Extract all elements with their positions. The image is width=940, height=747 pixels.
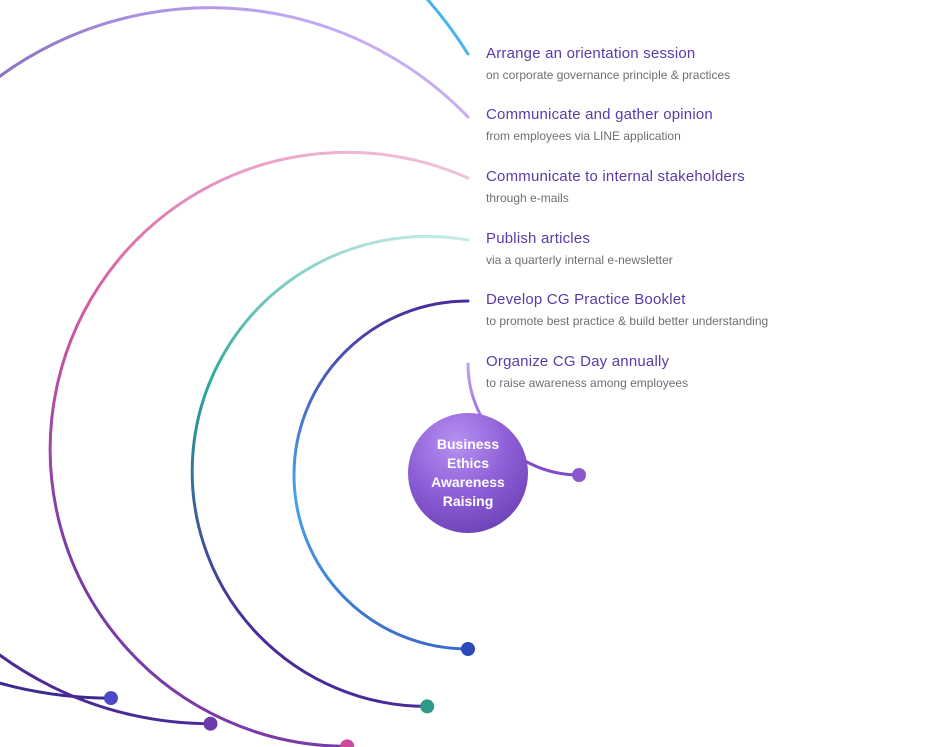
action-subtitle: on corporate governance principle & prac… xyxy=(486,68,731,82)
arc-1 xyxy=(0,0,470,700)
action-item-2: Communicate and gather opinion from emplo… xyxy=(486,106,713,143)
action-item-6: Organize CG Day annually to raise awarene… xyxy=(486,353,688,390)
action-title: Communicate and gather opinion xyxy=(486,106,713,123)
center-circle: Business Ethics Awareness Raising xyxy=(408,413,528,533)
action-subtitle: to raise awareness among employees xyxy=(486,376,689,390)
action-subtitle: from employees via LINE application xyxy=(486,129,681,143)
action-subtitle: through e-mails xyxy=(486,191,569,205)
arc-2 xyxy=(0,6,470,726)
arc-3 xyxy=(48,150,470,747)
arc-end-dot-3 xyxy=(340,739,355,747)
arc-end-dot-4 xyxy=(420,699,435,714)
action-subtitle: via a quarterly internal e-newsletter xyxy=(486,253,673,267)
action-item-4: Publish articles via a quarterly internal… xyxy=(486,230,673,267)
arc-end-dot-1 xyxy=(103,691,118,706)
action-item-1: Arrange an orientation session on corpora… xyxy=(486,45,730,82)
action-item-5: Develop CG Practice Booklet to promote be… xyxy=(486,291,768,328)
action-title: Develop CG Practice Booklet xyxy=(486,291,686,308)
center-label: Business Ethics Awareness Raising xyxy=(431,436,505,509)
action-title: Communicate to internal stakeholders xyxy=(486,168,745,185)
arc-4 xyxy=(190,234,470,708)
action-item-3: Communicate to internal stakeholders thro… xyxy=(486,168,745,205)
arc-end-dot-2 xyxy=(203,716,218,731)
action-title: Publish articles xyxy=(486,230,591,247)
arc-end-dot-6 xyxy=(572,468,586,482)
action-subtitle: to promote best practice & build better … xyxy=(486,314,769,328)
arc-5 xyxy=(292,299,470,651)
arc-end-dot-5 xyxy=(461,642,475,656)
action-title: Arrange an orientation session xyxy=(486,45,696,62)
action-title: Organize CG Day annually xyxy=(486,353,670,370)
